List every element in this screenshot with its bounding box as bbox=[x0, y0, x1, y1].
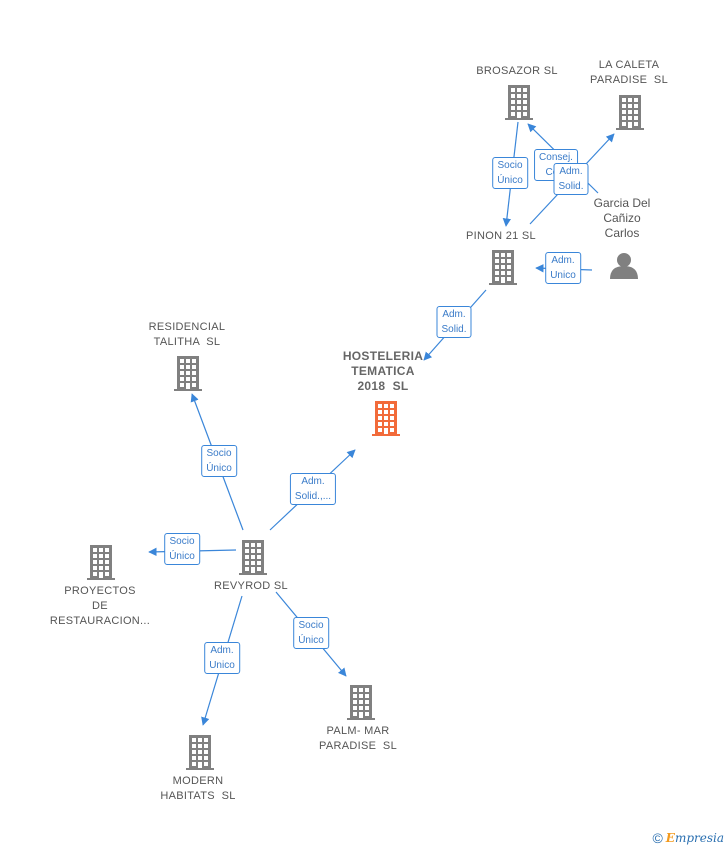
building-icon-hosteleria[interactable] bbox=[372, 401, 400, 436]
building-icon-lacaleta[interactable] bbox=[616, 95, 644, 130]
building-icon-proyectos[interactable] bbox=[87, 545, 115, 580]
copyright-icon: © bbox=[652, 830, 663, 846]
edge-label-adm-unico-modern[interactable]: Adm. Unico bbox=[204, 642, 240, 674]
node-label-lacaleta[interactable]: LA CALETA PARADISE SL bbox=[590, 59, 668, 86]
node-label-palm[interactable]: PALM- MAR PARADISE SL bbox=[319, 725, 397, 752]
edge-label-socio-proyectos[interactable]: Socio Único bbox=[164, 533, 200, 565]
edge-label-adm-solid-hosteleria[interactable]: Adm. Solid.,... bbox=[289, 473, 337, 505]
brand-logo: Empresia bbox=[665, 831, 724, 845]
person-icon-garcia[interactable] bbox=[610, 253, 638, 279]
edge-label-adm-solid-caleta[interactable]: Adm. Solid. bbox=[553, 163, 589, 195]
edge-label-socio-brosazor[interactable]: Socio Único bbox=[492, 157, 528, 189]
node-label-residencial[interactable]: RESIDENCIAL TALITHA SL bbox=[148, 321, 226, 348]
node-label-garcia[interactable]: Garcia Del Cañizo Carlos bbox=[593, 196, 651, 240]
edge-label-adm-unico-pinon[interactable]: Adm. Unico bbox=[545, 252, 581, 284]
building-icon-residencial[interactable] bbox=[174, 356, 202, 391]
edge-label-socio-palm[interactable]: Socio Único bbox=[293, 617, 329, 649]
node-label-hosteleria[interactable]: HOSTELERIA TEMATICA 2018 SL bbox=[342, 349, 424, 393]
building-icon-pinon[interactable] bbox=[489, 250, 517, 285]
node-label-modern[interactable]: MODERN HABITATS SL bbox=[160, 775, 236, 802]
footer-brand: © Empresia bbox=[652, 830, 724, 846]
edge-label-socio-residencial[interactable]: Socio Único bbox=[201, 445, 237, 477]
building-icon-modern[interactable] bbox=[186, 735, 214, 770]
edge-label-adm-solid-pinon[interactable]: Adm. Solid. bbox=[436, 306, 472, 338]
building-icon-brosazor[interactable] bbox=[505, 85, 533, 120]
node-label-revyrod[interactable]: REVYROD SL bbox=[214, 580, 288, 592]
building-icon-palm[interactable] bbox=[347, 685, 375, 720]
node-label-pinon[interactable]: PINON 21 SL bbox=[466, 230, 536, 242]
building-icon-revyrod[interactable] bbox=[239, 540, 267, 575]
node-label-proyectos[interactable]: PROYECTOS DE RESTAURACION... bbox=[49, 585, 151, 627]
node-label-brosazor[interactable]: BROSAZOR SL bbox=[476, 65, 558, 77]
